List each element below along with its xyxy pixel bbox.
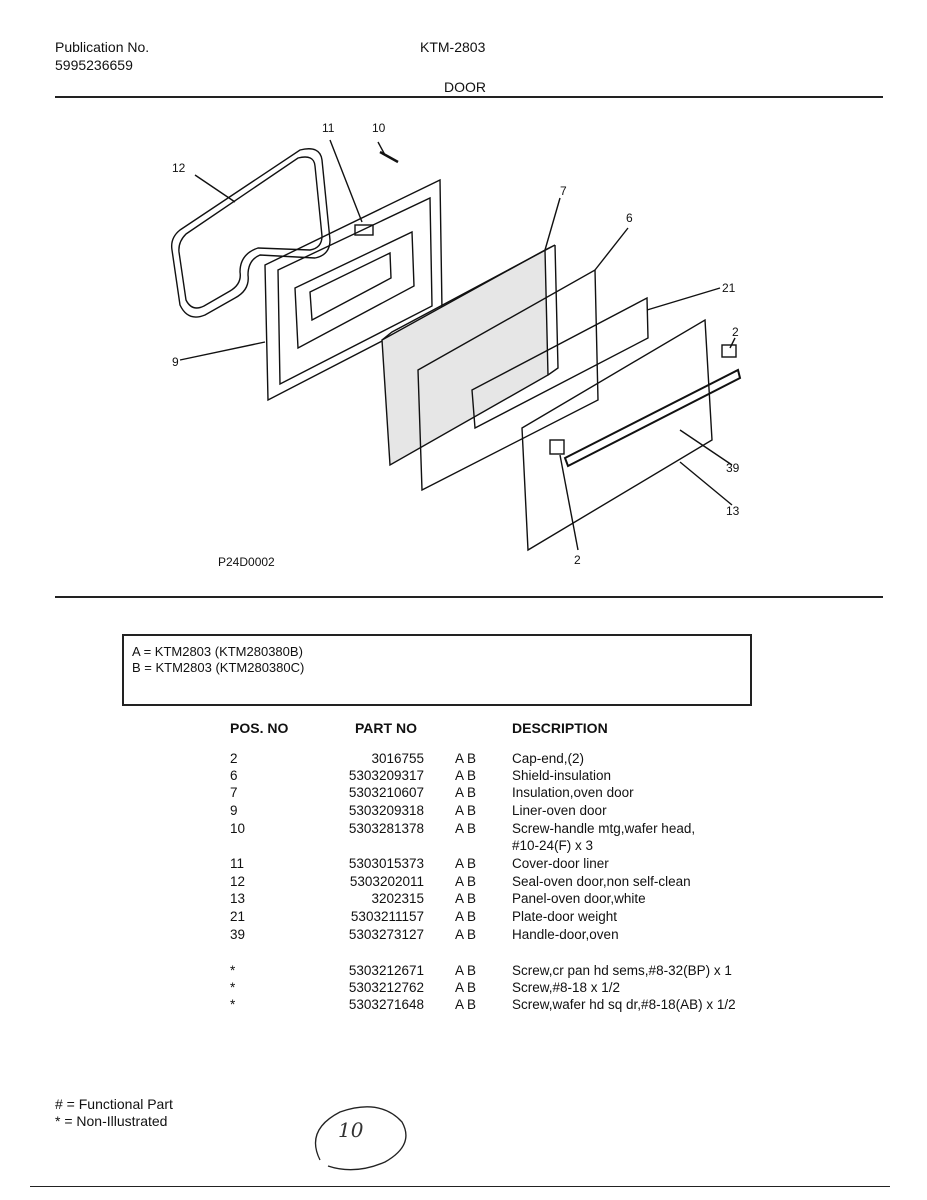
callout-39: 39 xyxy=(726,461,740,475)
header-rule xyxy=(55,96,883,98)
callout-9: 9 xyxy=(172,355,179,369)
diagram-rule xyxy=(55,596,883,598)
callout-21: 21 xyxy=(722,281,736,295)
callout-6: 6 xyxy=(626,211,633,225)
callout-10: 10 xyxy=(372,121,386,135)
handwritten-page-number: 10 xyxy=(338,1118,364,1142)
handwritten-page-circle xyxy=(314,1106,407,1171)
legend-a: A = KTM2803 (KTM280380B) xyxy=(132,644,303,659)
bottom-rule xyxy=(30,1186,890,1187)
non-illustrated-note: * = Non-Illustrated xyxy=(55,1113,168,1129)
outer-panel-part xyxy=(521,318,713,552)
header-description: DESCRIPTION xyxy=(512,720,608,736)
screw-part xyxy=(379,150,399,164)
model-number: KTM-2803 xyxy=(420,39,486,55)
publication-label: Publication No. xyxy=(55,39,150,55)
cover-door-liner-part xyxy=(354,224,374,236)
legend-b: B = KTM2803 (KTM280380C) xyxy=(132,660,305,675)
callout-7: 7 xyxy=(560,184,567,198)
publication-number: 5995236659 xyxy=(55,57,133,73)
header-pos-no: POS. NO xyxy=(230,720,289,736)
shield-insulation-part xyxy=(417,268,599,492)
callout-2-right: 2 xyxy=(732,325,739,339)
header-part-no: PART NO xyxy=(355,720,417,736)
callout-2-bottom: 2 xyxy=(574,553,581,567)
handle-part xyxy=(563,368,742,468)
callout-12: 12 xyxy=(172,161,186,175)
functional-part-note: # = Functional Part xyxy=(55,1096,173,1112)
section-title: DOOR xyxy=(444,79,486,95)
seal-gasket-part xyxy=(170,148,331,318)
door-weight-plate-part xyxy=(471,296,649,430)
figure-code: P24D0002 xyxy=(218,555,275,569)
model-legend: A = KTM2803 (KTM280380B) B = KTM2803 (KT… xyxy=(122,634,752,706)
cap-end-part-right xyxy=(721,344,737,358)
cap-end-part xyxy=(549,439,565,455)
callout-13: 13 xyxy=(726,504,740,518)
table-row-continuation: #10-24(F) x 3 xyxy=(512,838,594,853)
callout-11: 11 xyxy=(322,121,335,135)
door-exploded-diagram: 12 11 10 7 6 21 2 9 39 13 2 P24D0002 xyxy=(170,121,742,569)
insulation-part xyxy=(381,248,549,467)
